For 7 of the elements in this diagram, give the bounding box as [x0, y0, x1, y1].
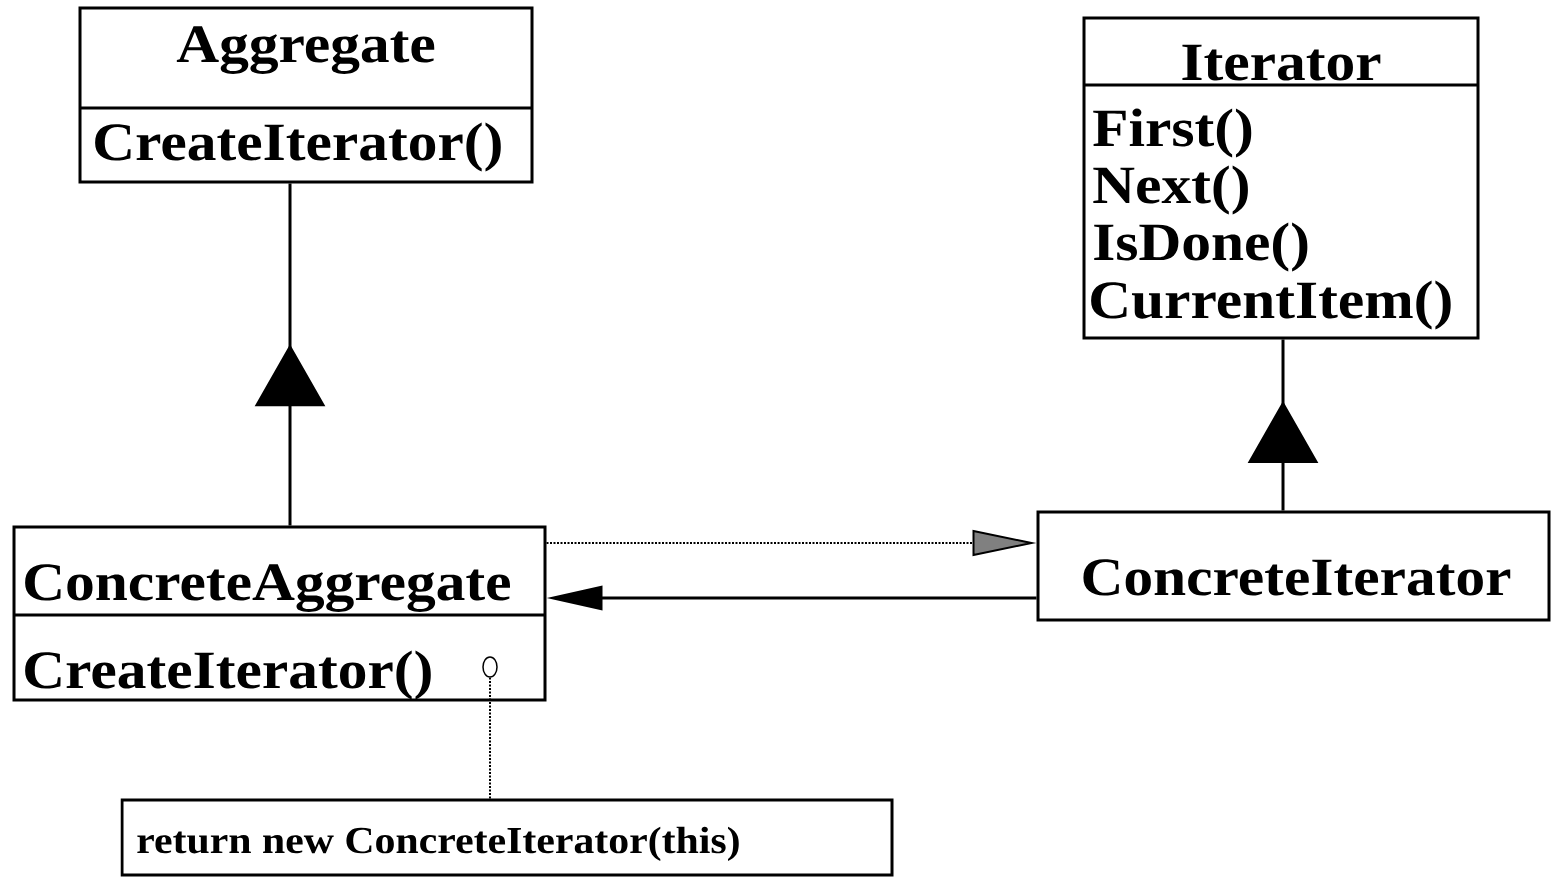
class-box: Aggregate CreateIterator() [78, 6, 534, 184]
class-box: ConcreteIterator [1036, 510, 1551, 622]
circle-marker [482, 656, 498, 678]
note-box: return new ConcreteIterator(this) [120, 798, 894, 877]
class-box: ConcreteAggregate CreateIterator() [12, 525, 547, 702]
leader-line [489, 676, 491, 800]
class-box: Iterator First() Next() IsDone() CurrentItem() [1082, 16, 1480, 340]
